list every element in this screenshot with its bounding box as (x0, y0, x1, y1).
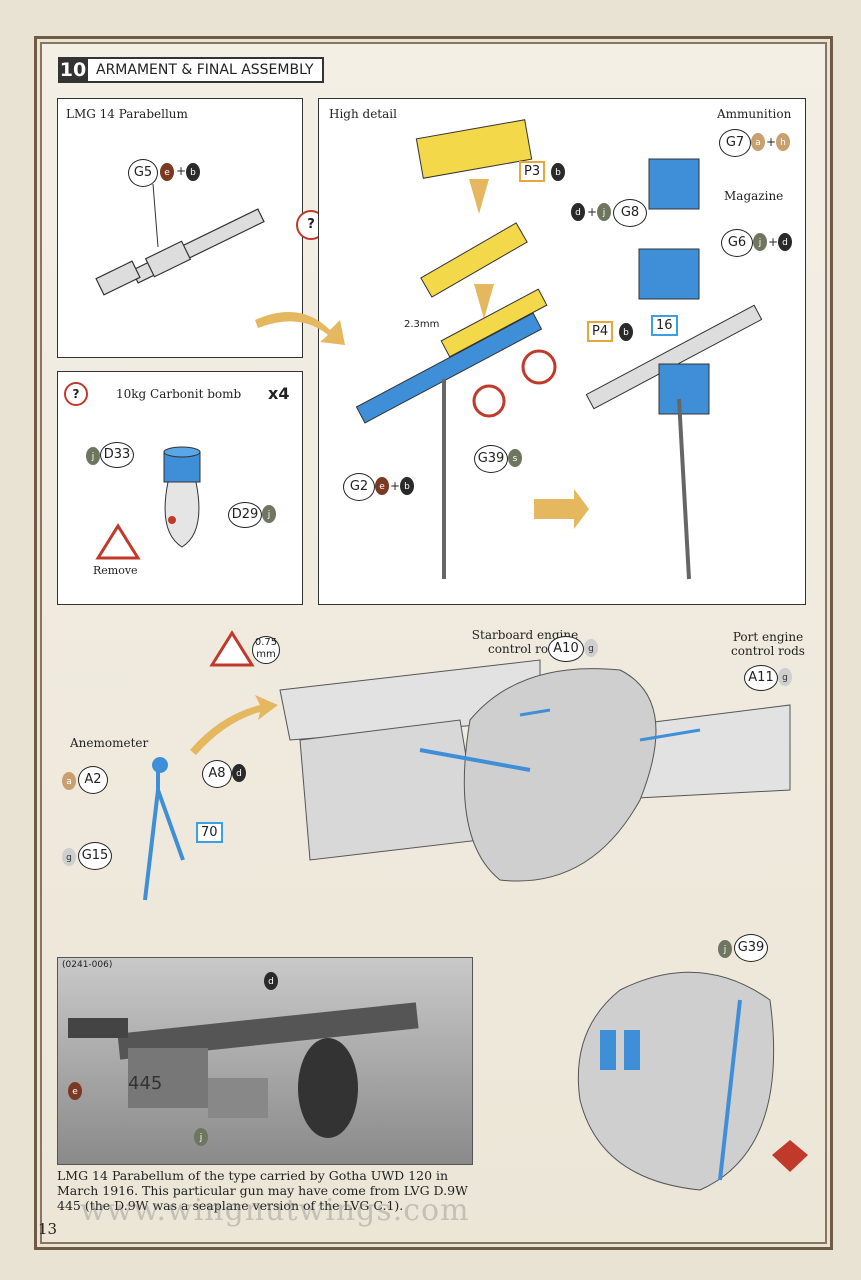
panel-high-detail: High detail Ammunition Magazine P3 b P4 … (318, 98, 806, 605)
part-g5: G5 (128, 159, 158, 187)
paint-drop: j (262, 505, 276, 523)
paint-drop: b (186, 163, 200, 181)
paint-drop: d (232, 764, 246, 782)
port-label: Port engine control rods (731, 630, 805, 658)
bomb-drawing (95, 446, 201, 560)
paint-drop: d (571, 203, 585, 221)
dimension-unit: mm (256, 649, 276, 660)
part-g2: G2 (343, 473, 375, 501)
ref-16: 16 (651, 315, 678, 336)
ammo-label: Ammunition (717, 107, 792, 121)
paint-drop: b (551, 163, 565, 181)
panel-bomb: ? 10kg Carbonit bomb x4 j D33 D29 j Remo… (57, 371, 303, 605)
high-detail-drawing (355, 119, 763, 580)
remove-label: Remove (93, 564, 138, 577)
paint-drop: h (776, 133, 790, 151)
ref-70: 70 (196, 822, 223, 843)
part-a8: A8 (202, 760, 232, 788)
lmg-drawing (95, 183, 265, 296)
question-icon: ? (64, 382, 88, 406)
paint-drop: e (160, 163, 174, 181)
paint-drop: g (584, 639, 598, 657)
photo-caption: LMG 14 Parabellum of the type carried by… (57, 1168, 468, 1213)
part-g15: G15 (78, 842, 112, 870)
paint-drop: d (264, 972, 278, 990)
page-number: 13 (38, 1220, 58, 1238)
step-number: 10 (58, 57, 88, 83)
paint-drop: j (753, 233, 767, 251)
paint-drop: j (718, 940, 732, 958)
part-g39: G39 (474, 445, 508, 473)
panel-high-title: High detail (329, 107, 397, 121)
bomb-qty: x4 (268, 384, 290, 403)
dimension-label: 2.3mm (404, 319, 440, 330)
paint-drop: g (62, 848, 76, 866)
anemometer-label: Anemometer (70, 736, 149, 750)
paint-drop: s (508, 449, 522, 467)
paint-drop: a (62, 772, 76, 790)
reference-photo: (0241-006) 445 d e j (57, 957, 473, 1165)
photo-gun (68, 1002, 419, 1138)
part-a11: A11 (744, 665, 778, 691)
panel-bomb-title: 10kg Carbonit bomb (116, 387, 242, 401)
part-g6: G6 (721, 229, 753, 257)
paint-drop: b (400, 477, 414, 495)
panel-lmg: LMG 14 Parabellum G5 e + b (57, 98, 303, 358)
paint-drop: a (751, 133, 765, 151)
photo-serial: 445 (128, 1073, 163, 1094)
part-g8: G8 (613, 199, 647, 227)
paint-drop: g (778, 668, 792, 686)
paint-drop: j (597, 203, 611, 221)
part-g7: G7 (719, 129, 751, 157)
paint-drop: j (86, 447, 100, 465)
paint-drop: e (68, 1082, 82, 1100)
part-p4: P4 (587, 321, 614, 342)
paint-drop: b (619, 323, 633, 341)
dimension-value: 0.75 (254, 637, 278, 648)
magazine-label: Magazine (724, 189, 784, 203)
photo-ref: (0241-006) (62, 960, 113, 970)
part-d33: D33 (100, 442, 134, 468)
step-title: ARMAMENT & FINAL ASSEMBLY (88, 57, 324, 83)
watermark: www.wingnutwings.com (80, 1193, 470, 1228)
part-a2: A2 (78, 766, 108, 794)
part-p3: P3 (519, 161, 546, 182)
starboard-label: Starboard engine control rods (471, 628, 579, 656)
part-g39: G39 (734, 934, 768, 962)
paint-drop: d (778, 233, 792, 251)
paint-drop: j (194, 1128, 208, 1146)
part-a10: A10 (548, 636, 584, 662)
panel-lmg-title: LMG 14 Parabellum (66, 107, 188, 121)
part-d29: D29 (228, 502, 262, 528)
paint-drop: e (375, 477, 389, 495)
